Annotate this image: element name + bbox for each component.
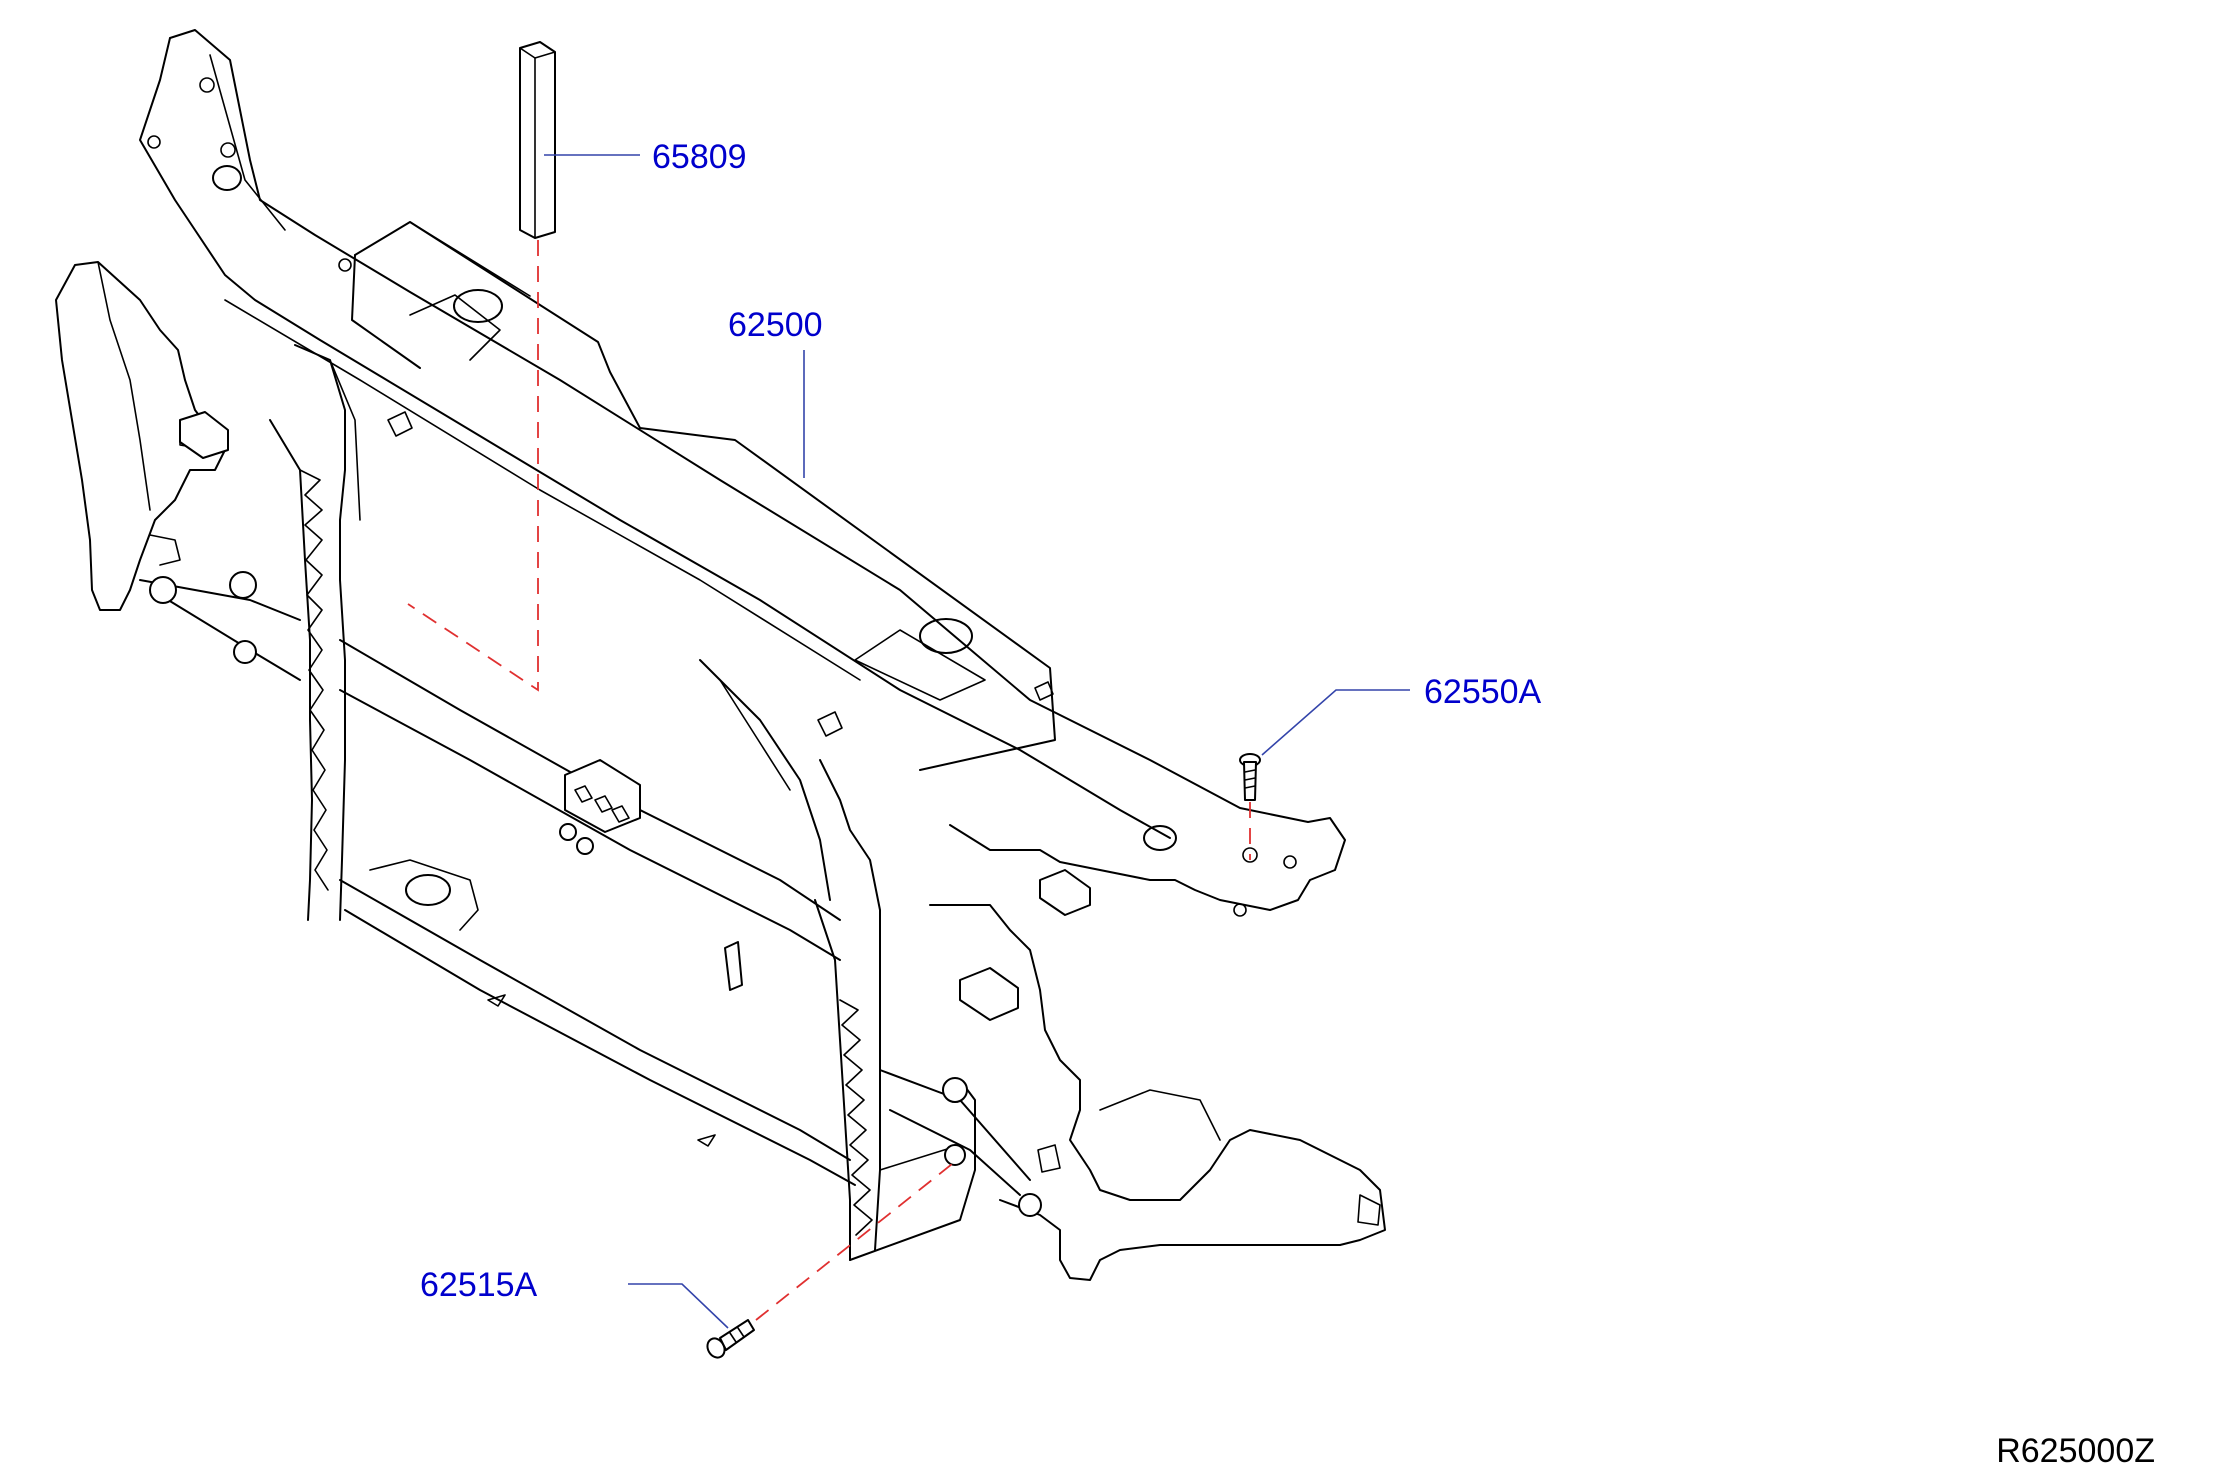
leader-lines (544, 154, 1410, 1329)
bolt-62550a-drawing (1239, 753, 1261, 801)
radiator-core-support-drawing (55, 29, 1386, 1281)
pad-65809-drawing (519, 41, 556, 239)
guide-bolt-lower (755, 1163, 953, 1321)
guide-pad (407, 240, 539, 692)
callout-62500: 62500 (728, 306, 823, 344)
callout-65809: 65809 (652, 138, 747, 176)
diagram-id: R625000Z (1996, 1432, 2155, 1470)
dashed-guides (407, 240, 1251, 1321)
leader-62550a (1261, 689, 1410, 756)
leader-62515a (628, 1283, 729, 1329)
bolt-62515a-drawing (706, 1319, 755, 1359)
callout-62515a: 62515A (420, 1266, 538, 1304)
callout-62550a: 62550A (1424, 673, 1542, 711)
